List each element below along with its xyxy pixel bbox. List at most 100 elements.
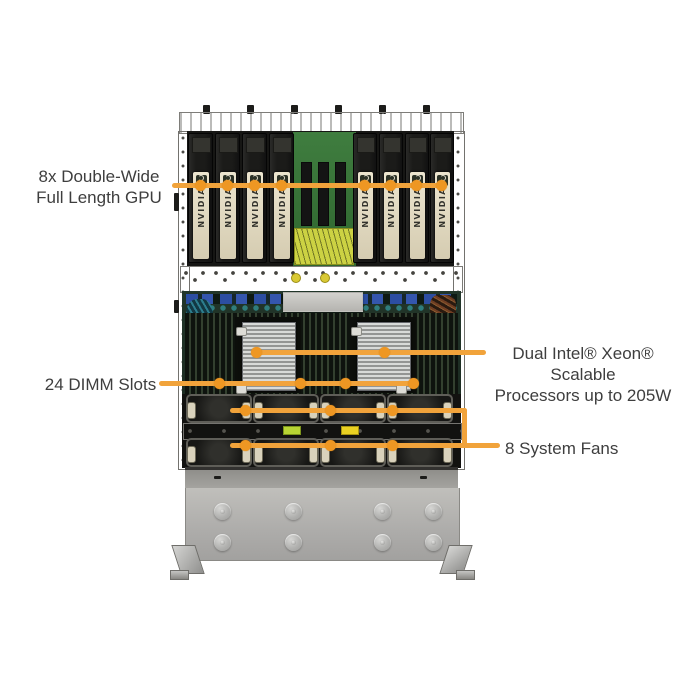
callout-dot	[387, 405, 398, 416]
nvidia-logo-text: NVIDIA	[196, 187, 206, 228]
callout-dot	[195, 180, 206, 191]
callout-dot	[240, 405, 251, 416]
pcie-slot	[318, 162, 329, 226]
gpu-card-end	[434, 137, 452, 153]
chassis-tab	[379, 105, 386, 114]
gpu-callout-line	[172, 183, 446, 188]
chassis-side-tab	[174, 193, 179, 211]
fan-clip	[187, 446, 196, 463]
gpu-card-end	[409, 137, 427, 153]
yellow-sticker	[341, 426, 359, 435]
fan-callout-line-top	[230, 408, 467, 413]
chassis-tab	[203, 105, 210, 114]
gpu-card-1: NVIDIA	[188, 133, 213, 263]
cpu-callout-line2: Processors up to 205W	[494, 386, 672, 405]
green-sticker	[283, 426, 301, 435]
nvidia-logo-text: NVIDIA	[413, 187, 422, 228]
chassis-tab	[423, 105, 430, 114]
callout-dot	[411, 180, 422, 191]
callout-dot	[276, 180, 287, 191]
gpu-callout-line1: 8x Double-Wide	[38, 167, 160, 186]
rivet	[374, 503, 391, 520]
gpu-card-4: NVIDIA	[269, 133, 294, 263]
nvidia-logo-text: NVIDIA	[223, 187, 233, 228]
chassis-tab	[247, 105, 254, 114]
socket-latch	[236, 327, 247, 336]
callout-dot	[379, 347, 390, 358]
callout-dot	[387, 440, 398, 451]
fan-clip	[443, 446, 452, 463]
gpu-card-2: NVIDIA	[215, 133, 240, 263]
gpu-card-7: NVIDIA	[405, 133, 429, 263]
chassis-foot-pad-right	[456, 570, 475, 580]
fan-clip	[187, 402, 196, 419]
chassis-side-tab	[174, 300, 179, 313]
gpu-card-8: NVIDIA	[430, 133, 454, 263]
rivet	[214, 503, 231, 520]
cpu-heatsink-1	[242, 322, 296, 391]
gpu-card-6: NVIDIA	[379, 133, 403, 263]
dimm-callout-line	[159, 381, 418, 386]
callout-dot	[222, 180, 233, 191]
callout-dot	[359, 180, 370, 191]
gpu-card-3: NVIDIA	[242, 133, 267, 263]
gpu-card-5: NVIDIA	[353, 133, 377, 263]
cpu-callout-label: Dual Intel® Xeon® Scalable Processors up…	[478, 343, 688, 406]
nvidia-logo-text: NVIDIA	[250, 187, 260, 228]
cpu-callout-line	[252, 350, 486, 355]
fan-clip	[254, 446, 263, 463]
center-air-shroud	[283, 292, 363, 312]
nvidia-logo-text: NVIDIA	[387, 187, 396, 228]
pcie-slot	[335, 162, 346, 226]
vent-mark	[214, 476, 221, 479]
rivet	[214, 534, 231, 551]
callout-dot	[340, 378, 351, 389]
fan-callout-line-bottom	[230, 443, 500, 448]
cpu-callout-line1: Dual Intel® Xeon® Scalable	[512, 344, 654, 384]
pcb-warning-label	[294, 228, 354, 265]
motherboard	[182, 291, 461, 394]
gpu-card-end	[383, 137, 401, 153]
nvidia-logo-text: NVIDIA	[361, 187, 370, 228]
gpu-card-end	[357, 137, 375, 153]
nvidia-logo-text: NVIDIA	[277, 187, 287, 228]
callout-dot	[325, 440, 336, 451]
yellow-sticker-dot	[291, 273, 301, 283]
rivet	[285, 503, 302, 520]
gpu-backplane-pcb	[293, 132, 356, 266]
chassis-tab	[291, 105, 298, 114]
nvidia-logo-text: NVIDIA	[438, 187, 447, 228]
gpu-card-end	[219, 137, 238, 153]
fans-callout-label: 8 System Fans	[505, 439, 619, 458]
yellow-sticker-dot	[320, 273, 330, 283]
rivet	[285, 534, 302, 551]
rivet	[425, 534, 442, 551]
chassis-lower-strip	[185, 467, 458, 491]
pcie-slot	[301, 162, 312, 226]
rivet	[374, 534, 391, 551]
callout-dot	[325, 405, 336, 416]
callout-dot	[385, 180, 396, 191]
callout-dot	[436, 180, 447, 191]
chassis-foot-pad-left	[170, 570, 189, 580]
gpu-card-end	[246, 137, 265, 153]
socket-latch	[351, 327, 362, 336]
gpu-callout-label: 8x Double-Wide Full Length GPU	[20, 166, 178, 208]
fan-clip	[309, 446, 318, 463]
callout-dot	[240, 440, 251, 451]
gpu-callout-line2: Full Length GPU	[36, 188, 162, 207]
chassis-bottom-panel	[185, 488, 460, 561]
callout-dot	[408, 378, 419, 389]
dimm-callout-label: 24 DIMM Slots	[44, 375, 157, 394]
chassis-tab	[335, 105, 342, 114]
system-fan-8	[387, 438, 453, 467]
callout-dot	[295, 378, 306, 389]
rivet	[425, 503, 442, 520]
fan-clip	[376, 446, 385, 463]
gpu-card-end	[192, 137, 211, 153]
gpu-card-end	[273, 137, 292, 153]
system-fan-6	[253, 438, 319, 467]
fan-callout-bracket	[462, 408, 467, 448]
vent-mark	[420, 476, 427, 479]
